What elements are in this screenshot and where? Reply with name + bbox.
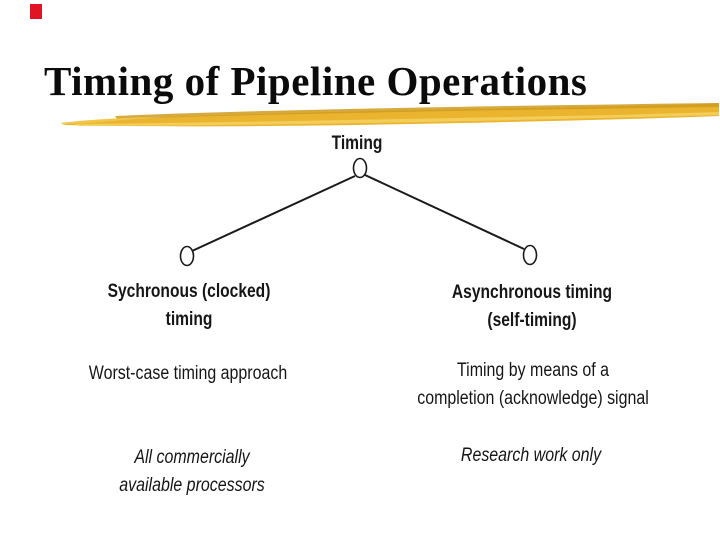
root-node-label: Timing <box>331 133 383 154</box>
left-branch-note-line2: available processors <box>119 475 265 496</box>
red-corner-marker <box>30 4 42 19</box>
right-branch-line <box>364 174 525 250</box>
right-node-label-line1: Asynchronous timing <box>451 282 613 303</box>
left-node-label-line1: Sychronous (clocked) <box>107 281 271 302</box>
brush-light-streak <box>75 112 719 126</box>
title-highlighter-stroke <box>61 103 719 127</box>
right-branch-description-line1: Timing by means of a <box>457 360 609 381</box>
right-node-circle <box>522 244 538 266</box>
left-branch-note: All commercially available processors <box>119 444 264 500</box>
brush-dark-streak <box>115 103 719 119</box>
root-node-circle <box>352 157 368 179</box>
left-node-label: Sychronous (clocked) timing <box>108 278 271 334</box>
left-node-label-line2: timing <box>165 309 213 330</box>
right-branch-description: Timing by means of a completion (acknowl… <box>417 357 649 413</box>
right-node-label-line2: (self-timing) <box>487 310 577 331</box>
right-branch-description-line2: completion (acknowledge) signal <box>417 388 649 409</box>
left-branch-description: Worst-case timing approach <box>88 363 288 384</box>
left-branch-line <box>191 175 356 252</box>
brush-left-tip <box>61 117 155 125</box>
right-node-label: Asynchronous timing (self-timing) <box>452 279 612 335</box>
left-node-circle <box>179 245 195 267</box>
slide-title: Timing of Pipeline Operations <box>44 58 588 104</box>
left-branch-note-line1: All commercially <box>134 447 250 468</box>
right-branch-note: Research work only <box>460 445 602 466</box>
